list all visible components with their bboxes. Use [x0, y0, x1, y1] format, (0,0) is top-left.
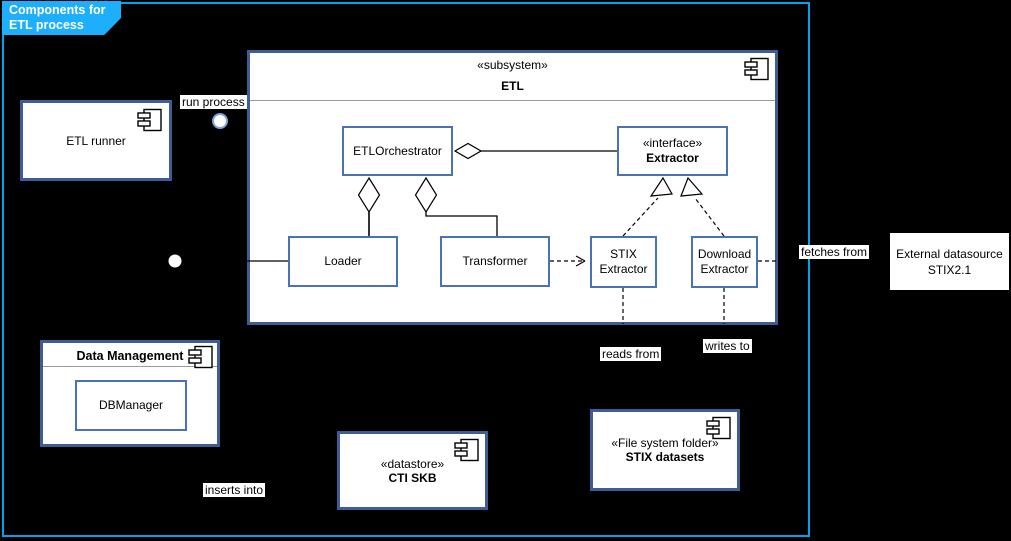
component-icon	[137, 108, 163, 137]
loader-label: Loader	[324, 254, 362, 268]
component-icon	[744, 57, 770, 86]
edge-label-writes-to[interactable]: writes to	[703, 339, 752, 353]
component-icon	[454, 438, 480, 467]
node-stix-extractor[interactable]: STIX Extractor	[590, 236, 657, 288]
stix-datasets-name: STIX datasets	[625, 450, 705, 464]
edge-label-fetches-from[interactable]: fetches from	[799, 245, 870, 259]
node-download-extractor[interactable]: Download Extractor	[691, 236, 758, 288]
edge-label-run-process[interactable]: run process	[180, 95, 247, 109]
external-datasource-line1: External datasource	[896, 246, 1003, 261]
subsystem-header-separator	[250, 100, 775, 101]
cti-skb-stereotype: «datastore»	[380, 456, 445, 471]
node-external-datasource[interactable]: External datasource STIX2.1	[890, 233, 1009, 290]
download-extractor-line2: Extractor	[700, 262, 749, 276]
db-manager-label: DBManager	[98, 398, 164, 412]
diagram-frame	[2, 2, 810, 537]
diagram-title-line2: ETL process	[9, 18, 84, 32]
download-extractor-line1: Download	[697, 247, 752, 261]
subsystem-name: ETL	[501, 79, 524, 93]
data-management-header-separator	[43, 366, 217, 367]
extractor-stereotype: «interface»	[642, 136, 703, 150]
diagram-title-banner: Components for ETL process	[2, 1, 121, 35]
subsystem-stereotype: «subsystem»	[477, 58, 548, 72]
node-etl-runner[interactable]: ETL runner	[20, 100, 172, 181]
node-extractor-interface[interactable]: «interface» Extractor	[617, 126, 728, 176]
data-management-title: Data Management	[76, 349, 184, 363]
stix-datasets-stereotype: «File system folder»	[611, 436, 719, 450]
stix-extractor-line1: STIX	[610, 247, 637, 261]
cti-skb-name: CTI SKB	[388, 470, 437, 485]
diagram-title-line1: Components for	[9, 3, 106, 17]
extractor-name: Extractor	[646, 151, 699, 165]
etl-orchestrator-label: ETLOrchestrator	[353, 143, 442, 158]
edge-label-inserts-into[interactable]: inserts into	[203, 483, 266, 497]
node-stix-datasets[interactable]: «File system folder» STIX datasets	[590, 409, 740, 491]
node-cti-skb[interactable]: «datastore» CTI SKB	[337, 431, 488, 510]
edge-label-reads-from[interactable]: reads from	[600, 347, 662, 361]
component-icon	[706, 416, 732, 445]
component-icon	[188, 345, 214, 374]
etl-runner-label: ETL runner	[66, 133, 126, 148]
node-db-manager[interactable]: DBManager	[75, 380, 187, 431]
node-loader[interactable]: Loader	[288, 236, 398, 287]
external-datasource-line2: STIX2.1	[927, 262, 972, 277]
transformer-label: Transformer	[462, 254, 528, 268]
stix-extractor-line2: Extractor	[599, 262, 648, 276]
node-etl-orchestrator[interactable]: ETLOrchestrator	[342, 126, 453, 176]
node-transformer[interactable]: Transformer	[440, 236, 550, 287]
